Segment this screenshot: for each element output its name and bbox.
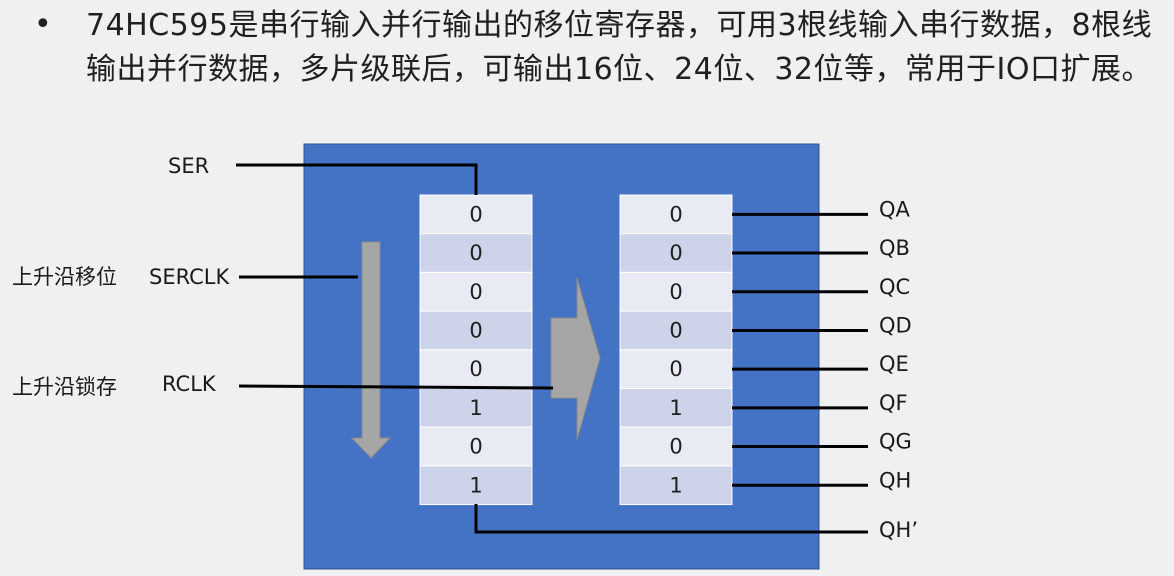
shift-register-bit-6: 0 (469, 435, 482, 459)
storage-register-bit-6: 0 (669, 435, 682, 459)
shift-direction-arrow-icon (350, 241, 392, 459)
output-label-qg: QG (879, 430, 912, 454)
output-label-qd: QD (879, 313, 912, 337)
storage-register-cell-5 (619, 388, 733, 428)
storage-register-bit-2: 0 (669, 280, 682, 304)
description-text: 74HC595是串行输入并行输出的移位寄存器，可用3根线输入串行数据，8根线输出… (86, 8, 1153, 87)
shift-register-cell-2 (419, 271, 533, 312)
storage-register-cell-3 (619, 310, 733, 351)
output-label-qh: QH (879, 468, 911, 492)
storage-register-cell-1 (619, 233, 733, 273)
rclk-label: RCLK (162, 372, 217, 396)
storage-register-cell-2 (619, 271, 733, 312)
storage-register-cell-0 (619, 194, 733, 235)
storage-register-bit-3: 0 (669, 318, 682, 342)
shift-register-cell-7 (419, 465, 533, 506)
output-label-qc: QC (879, 275, 910, 299)
output-label-qa: QA (879, 197, 911, 221)
cascade-output-label: QH’ (879, 518, 918, 542)
storage-register-cell-6 (619, 426, 733, 467)
shift-register-cell-5 (419, 388, 533, 428)
ser-wire (236, 163, 478, 195)
serclk-desc-label: 上升沿移位 (12, 265, 117, 289)
shift-register-column: 0 0 0 0 0 1 0 1 (419, 194, 533, 506)
output-label-qf: QF (879, 391, 908, 415)
shift-register-cell-1 (419, 233, 533, 273)
latch-transfer-arrow-icon (550, 277, 601, 441)
shift-register-bit-7: 1 (469, 473, 482, 497)
serclk-label: SERCLK (149, 265, 231, 289)
output-wires (732, 212, 868, 487)
shift-register-cell-3 (419, 310, 533, 351)
storage-register-bit-7: 1 (669, 473, 682, 497)
rclk-desc-label: 上升沿锁存 (12, 375, 117, 399)
storage-register-bit-1: 0 (669, 241, 682, 265)
shift-register-bit-2: 0 (469, 280, 482, 304)
storage-register-bit-0: 0 (669, 202, 682, 226)
rclk-wire (238, 384, 554, 390)
shift-register-bit-5: 1 (469, 396, 482, 420)
storage-register-bit-4: 0 (669, 357, 682, 381)
output-label-qb: QB (879, 236, 910, 260)
shift-register-cell-4 (419, 349, 533, 389)
storage-register-cell-4 (619, 349, 733, 389)
shift-register-bit-3: 0 (469, 318, 482, 342)
storage-register-column: 0 0 0 0 0 1 0 1 (619, 194, 733, 506)
shift-register-cell-0 (419, 194, 533, 235)
storage-register-bit-5: 1 (669, 396, 682, 420)
ser-label: SER (168, 154, 209, 178)
output-label-qe: QE (879, 352, 909, 376)
cascade-wire (474, 504, 868, 534)
output-labels: QA QB QC QD QE QF QG QH (879, 197, 912, 492)
shift-register-bit-1: 0 (469, 241, 482, 265)
bullet-icon: • (34, 7, 52, 42)
shift-register-bit-4: 0 (469, 357, 482, 381)
shift-register-bit-0: 0 (469, 202, 482, 226)
